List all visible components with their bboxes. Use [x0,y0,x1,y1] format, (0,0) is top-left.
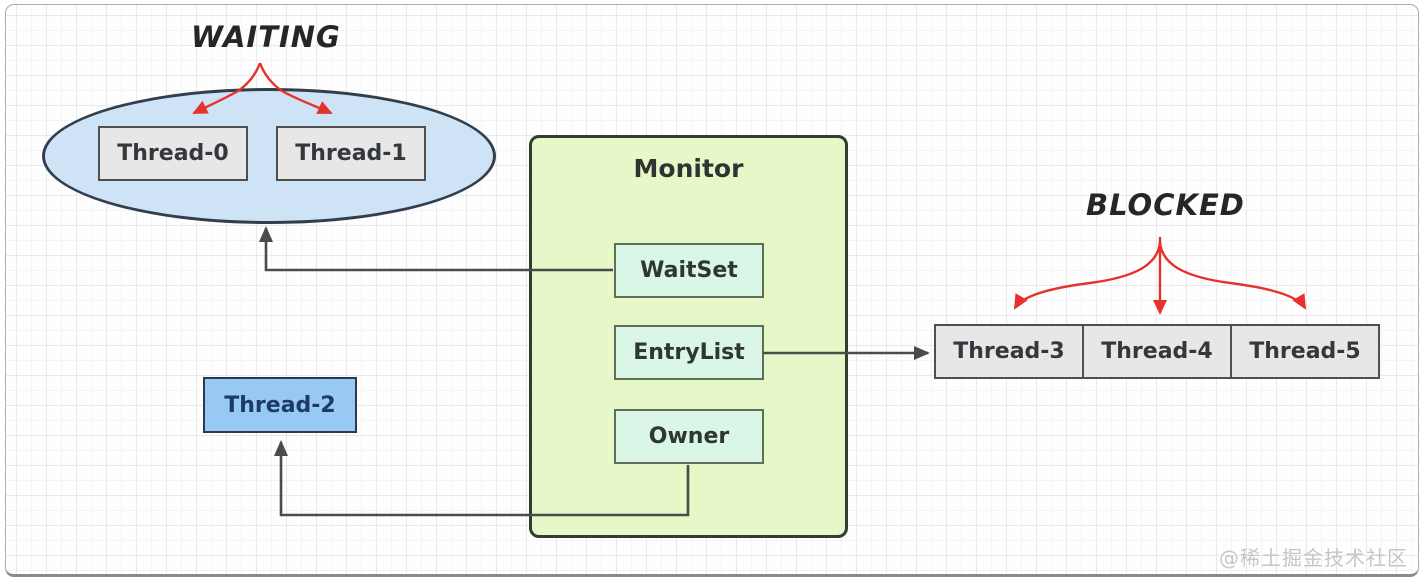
thread-4-box: Thread-4 [1082,324,1232,379]
thread-2-box: Thread-2 [203,377,357,433]
blocked-threads-row: Thread-3 Thread-4 Thread-5 [934,324,1380,379]
thread-0-box: Thread-0 [98,126,248,181]
watermark: @稀土掘金技术社区 [1219,546,1408,570]
thread-1-box: Thread-1 [276,126,426,181]
thread-5-box: Thread-5 [1230,324,1380,379]
monitor-title: Monitor [633,154,744,183]
waitset-box: WaitSet [614,243,764,298]
waiting-state-label: WAITING [191,20,341,54]
thread-3-box: Thread-3 [934,324,1084,379]
blocked-state-label: BLOCKED [1086,188,1245,222]
owner-box: Owner [614,409,764,464]
monitor-box: Monitor WaitSet EntryList Owner [529,135,848,538]
entrylist-box: EntryList [614,325,764,380]
